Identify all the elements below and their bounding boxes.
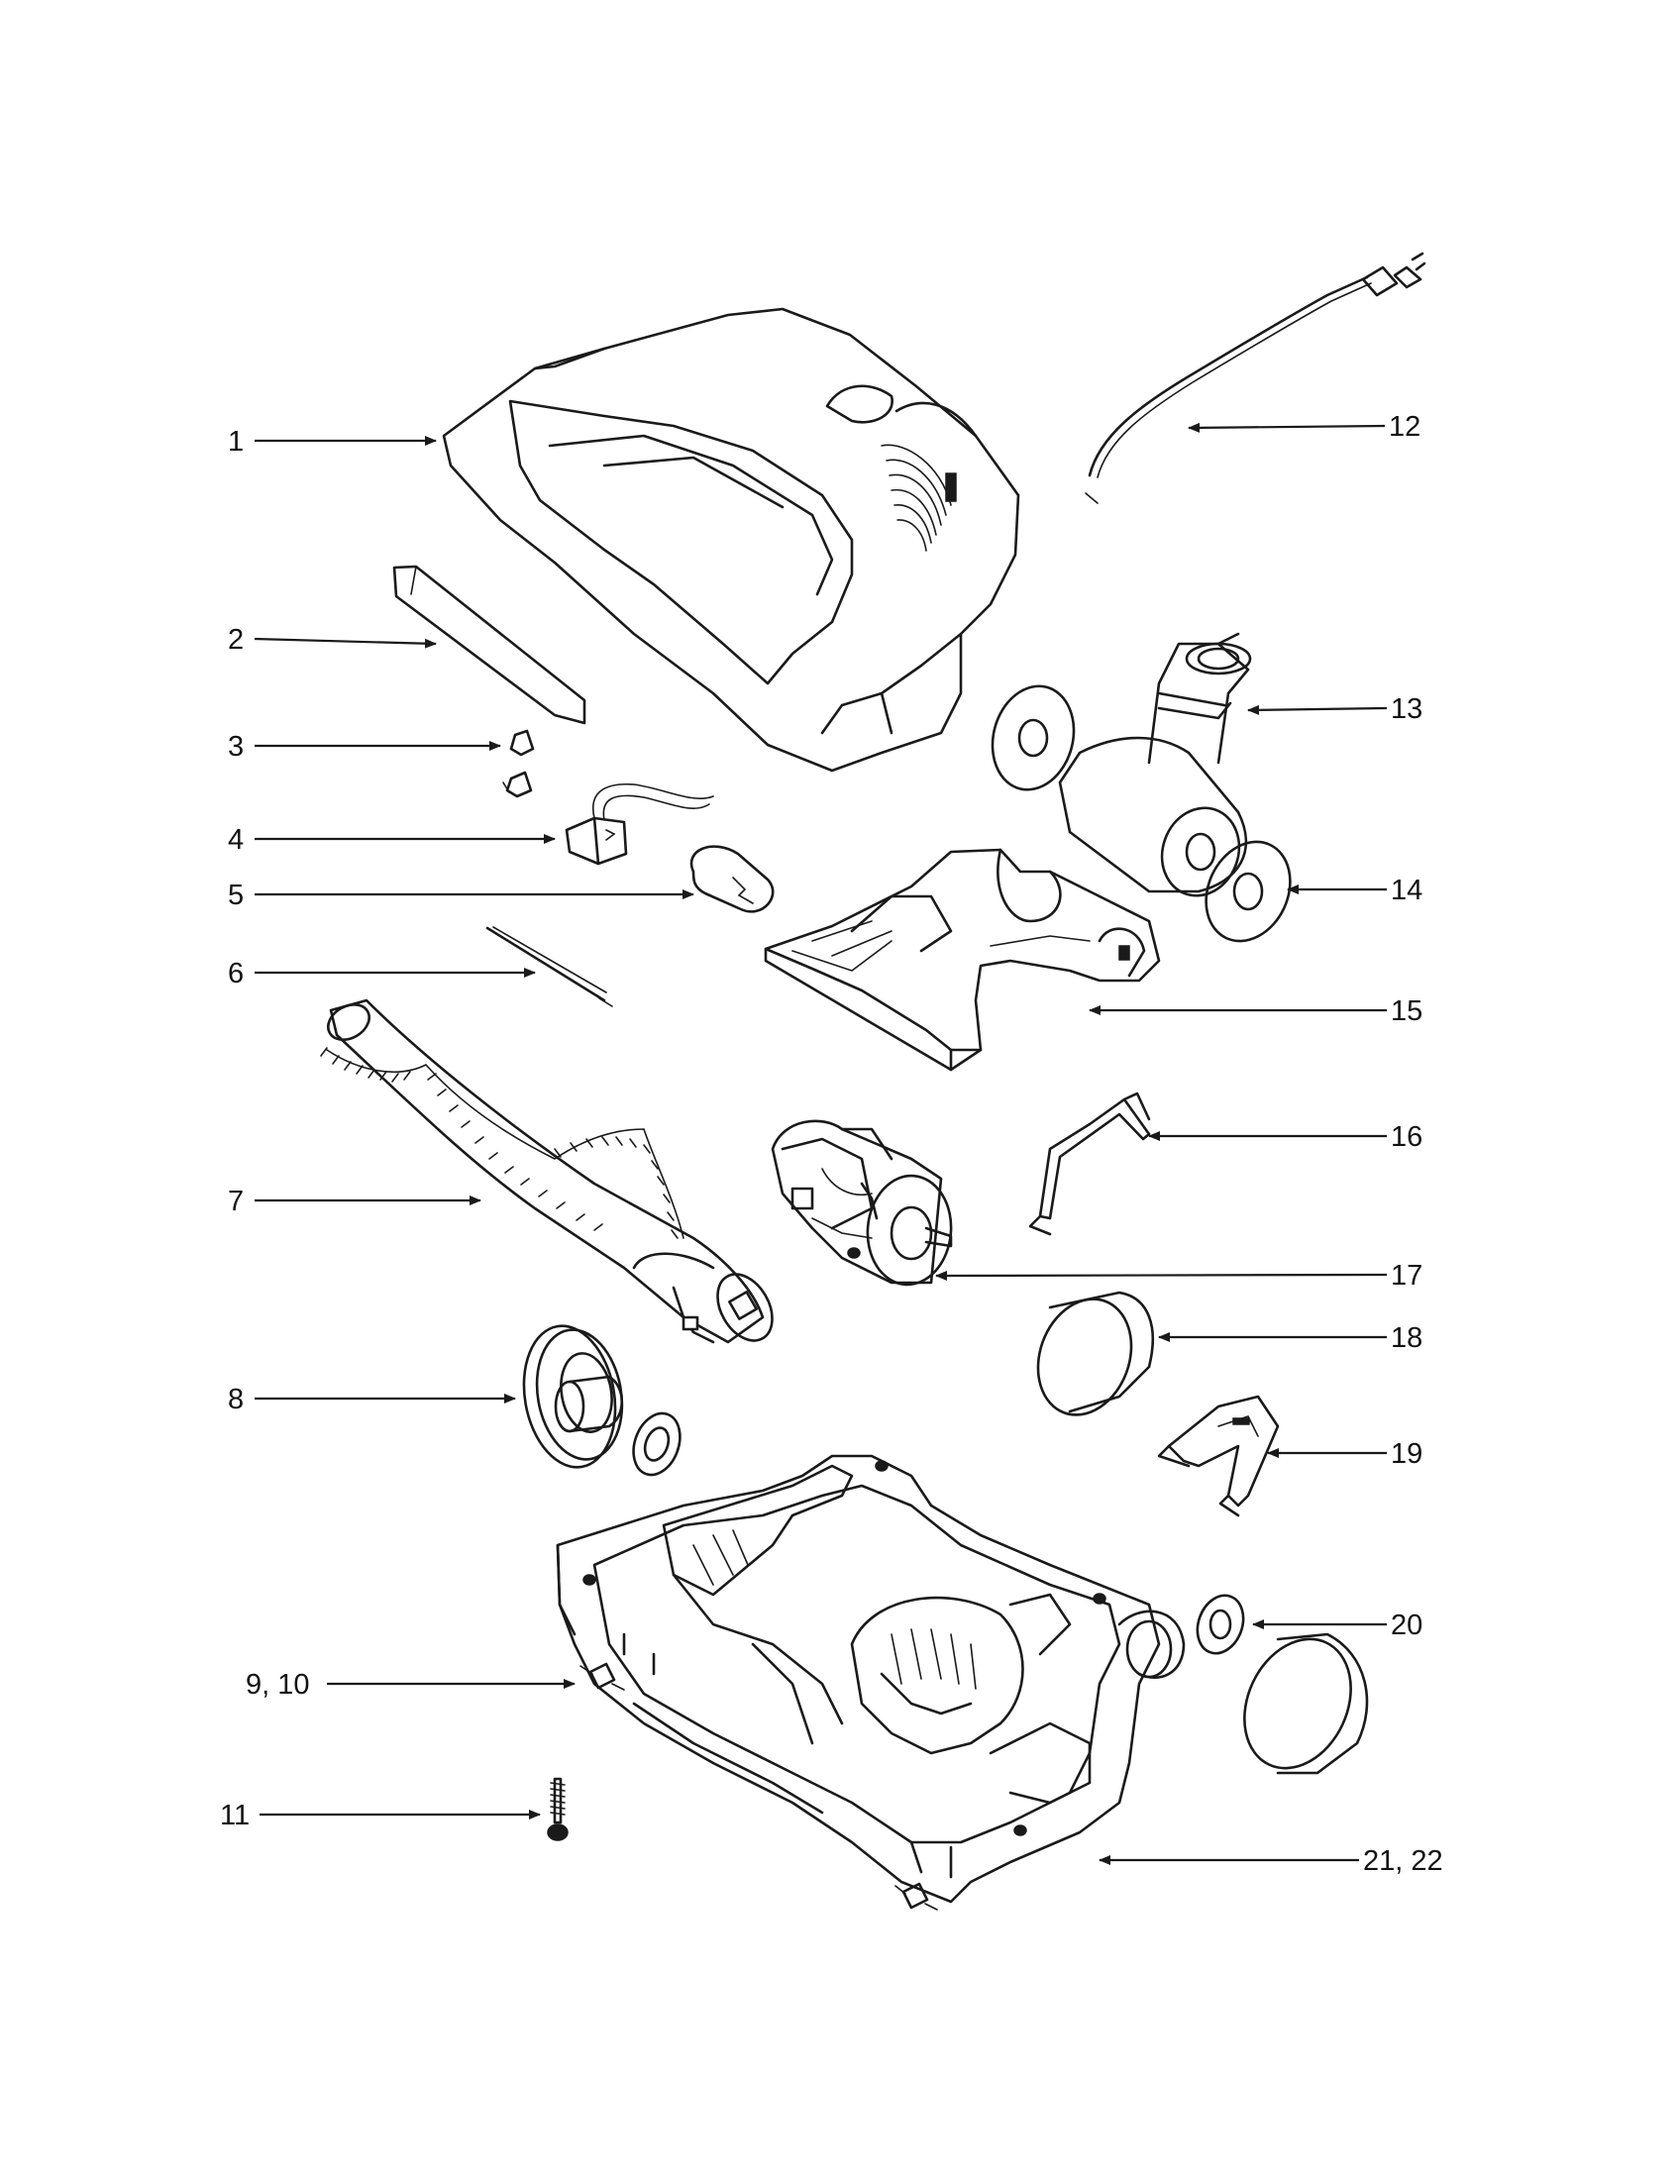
callout-13: 13 — [1391, 693, 1423, 725]
callout-18: 18 — [1391, 1322, 1423, 1354]
callout-4: 4 — [228, 824, 245, 856]
brush-bristles — [320, 1047, 679, 1239]
leader-lines-left — [254, 436, 694, 1820]
part-12-power-cord — [1085, 252, 1426, 504]
callout-19: 19 — [1391, 1438, 1423, 1470]
callout-12: 12 — [1389, 411, 1421, 443]
callout-9-10: 9, 10 — [246, 1669, 310, 1701]
part-14-washer — [1205, 840, 1292, 943]
callout-3: 3 — [228, 731, 245, 763]
callout-20: 20 — [1391, 1610, 1423, 1641]
part-4-lamp-socket — [565, 782, 714, 866]
callout-8: 8 — [228, 1384, 245, 1415]
part-5-bulb — [689, 845, 775, 913]
part-9-10-pins — [579, 1662, 938, 1911]
callout-5: 5 — [228, 880, 245, 911]
callout-7: 7 — [228, 1186, 245, 1217]
part-11-screw — [547, 1777, 569, 1841]
part-19-clip — [1157, 1395, 1280, 1517]
leader-17 — [935, 1270, 1388, 1281]
callout-2: 2 — [228, 624, 245, 656]
callout-16: 16 — [1391, 1121, 1423, 1153]
part-6-rod — [485, 926, 613, 1007]
part-21-22-base — [556, 1454, 1369, 1904]
callout-21-22: 21, 22 — [1363, 1845, 1443, 1877]
part-20-washer — [1196, 1594, 1245, 1655]
callout-15: 15 — [1391, 995, 1423, 1027]
part-13-fan-housing — [991, 632, 1252, 897]
callout-6: 6 — [228, 958, 245, 989]
part-8-wheel — [522, 1324, 682, 1477]
part-2-strip — [392, 565, 586, 725]
callout-17: 17 — [1391, 1260, 1423, 1292]
part-16-bracket — [1028, 1092, 1151, 1236]
part-7-brush-roll — [320, 998, 774, 1344]
callout-1: 1 — [228, 426, 245, 458]
leader-13 — [1247, 704, 1388, 715]
part-17-motor — [771, 1119, 953, 1287]
leader-lines-right — [935, 422, 1388, 1865]
part-18-band — [1036, 1291, 1155, 1416]
part-3-clips — [502, 729, 535, 798]
part-15-motor-mount — [764, 848, 1161, 1072]
callout-11: 11 — [220, 1800, 251, 1831]
leader-12 — [1188, 422, 1386, 433]
callout-14: 14 — [1391, 875, 1423, 906]
leader-2 — [254, 637, 437, 649]
part-1-hood — [442, 307, 1020, 773]
